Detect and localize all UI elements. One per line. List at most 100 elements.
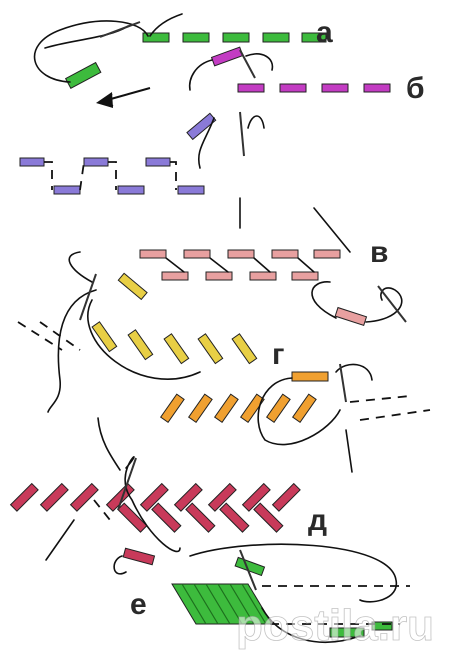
- thread: [365, 287, 403, 323]
- thread: [45, 519, 75, 561]
- thread: [262, 585, 410, 625]
- needle: [239, 49, 256, 79]
- stitch-row-b: [188, 46, 391, 93]
- label-e: е: [130, 588, 147, 621]
- stitch: [39, 482, 69, 512]
- stitch: [69, 482, 99, 512]
- stitch: [139, 249, 167, 259]
- stitch: [301, 32, 327, 43]
- stitch: [127, 329, 154, 361]
- thread: [149, 13, 183, 37]
- stitch: [241, 482, 271, 512]
- thread: [189, 543, 397, 603]
- stitch: [173, 482, 203, 512]
- stitch: [291, 271, 319, 281]
- needle: [239, 549, 257, 591]
- needle: [99, 21, 141, 38]
- stitch-row-v: [139, 207, 407, 327]
- thread: [247, 115, 265, 129]
- stitch: [159, 393, 185, 424]
- stitch: [163, 333, 190, 365]
- stitch: [249, 271, 277, 281]
- label-b: б: [406, 72, 425, 105]
- stitch: [279, 83, 307, 93]
- stitch: [142, 32, 170, 43]
- thread: [261, 607, 361, 643]
- stitch: [161, 271, 189, 281]
- stitch: [83, 157, 109, 167]
- stitch-row-a: [33, 13, 327, 108]
- stitch: [186, 112, 217, 141]
- satin-lines: [181, 583, 267, 625]
- stitch: [182, 32, 210, 43]
- stitch: [151, 502, 182, 533]
- arrow-icon: [96, 92, 113, 108]
- stitch: [145, 157, 171, 167]
- stitch: [117, 185, 145, 195]
- thread: [87, 299, 201, 380]
- stitch: [187, 393, 213, 424]
- stitch: [237, 83, 265, 93]
- needle: [339, 363, 347, 403]
- stitch: [205, 271, 233, 281]
- stitch: [222, 32, 250, 43]
- stitch: [271, 482, 301, 512]
- thread: [165, 257, 315, 273]
- stitch: [9, 482, 39, 512]
- thread: [124, 456, 181, 553]
- stitch: [183, 249, 211, 259]
- stitch: [291, 393, 317, 424]
- label-v: в: [370, 236, 388, 269]
- thread: [113, 555, 127, 575]
- stitch: [117, 502, 148, 533]
- needle: [239, 111, 245, 157]
- stitch-row-violet: [19, 111, 265, 229]
- stitch: [371, 621, 393, 631]
- watermark: postila.ru: [236, 601, 434, 650]
- stitch: [219, 502, 250, 533]
- thread: [349, 395, 431, 421]
- stitch: [91, 321, 118, 353]
- stitch: [122, 547, 156, 566]
- stitch: [291, 371, 329, 382]
- stitch: [139, 482, 169, 512]
- stitch-row-e: [171, 543, 410, 643]
- stitch: [271, 249, 299, 259]
- thread: [97, 417, 121, 471]
- thread: [68, 251, 93, 283]
- stitch: [313, 249, 341, 259]
- thread: [245, 53, 274, 71]
- thread: [257, 377, 341, 446]
- label-a: а: [316, 16, 333, 49]
- stitch: [53, 185, 81, 195]
- stitch: [334, 306, 368, 327]
- stitch: [210, 46, 244, 67]
- thread: [47, 289, 97, 413]
- thread: [345, 429, 353, 473]
- stitch: [231, 333, 258, 365]
- stitch: [239, 393, 265, 424]
- thread: [93, 499, 111, 521]
- thread: [44, 161, 177, 191]
- thread: [311, 281, 337, 319]
- thread: [188, 59, 213, 91]
- stitch: [265, 393, 291, 424]
- thread: [17, 321, 81, 351]
- thread: [313, 207, 351, 253]
- needle: [377, 285, 407, 323]
- stitch: [329, 627, 365, 638]
- stitch: [185, 502, 216, 533]
- thread: [44, 25, 129, 49]
- stitch: [177, 185, 205, 195]
- stitch: [363, 83, 391, 93]
- needle: [79, 273, 97, 321]
- needle: [117, 457, 137, 511]
- thread: [198, 117, 215, 169]
- stitch-row-g: [17, 251, 431, 473]
- stitch: [262, 32, 290, 43]
- stitch-row-d: [9, 417, 301, 575]
- stitch: [117, 272, 148, 301]
- stitch: [253, 502, 284, 533]
- thread: [335, 363, 373, 381]
